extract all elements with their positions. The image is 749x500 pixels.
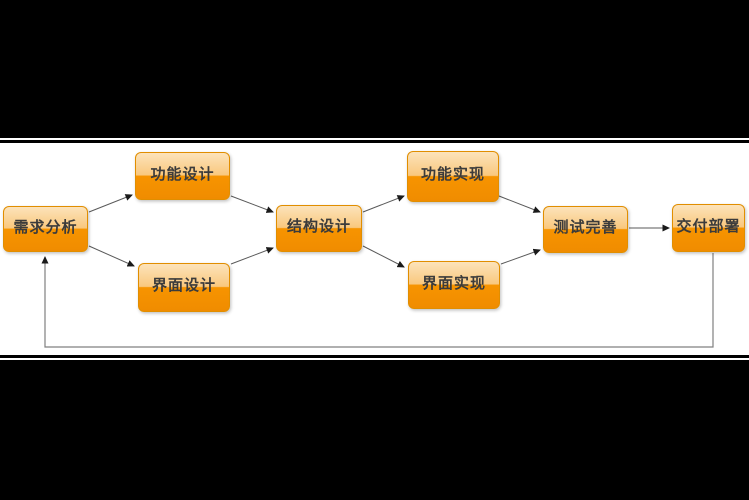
edge-funcimpl-to-testing bbox=[498, 195, 541, 213]
node-label: 功能实现 bbox=[420, 166, 485, 183]
node-label: 界面实现 bbox=[421, 274, 486, 292]
node-testing-improvement: 测试完善 bbox=[543, 206, 628, 253]
node-label: 测试完善 bbox=[553, 219, 618, 236]
frame-rule-top bbox=[0, 140, 749, 143]
frame-rule-bottom bbox=[0, 355, 749, 358]
edge-structure-to-uiimpl bbox=[362, 245, 405, 268]
edge-uiimpl-to-testing bbox=[500, 248, 541, 265]
edge-uidesign-to-structure bbox=[230, 247, 274, 265]
node-label: 结构设计 bbox=[286, 218, 351, 235]
letterbox-top bbox=[0, 0, 749, 138]
node-requirements-analysis: 需求分析 bbox=[3, 206, 88, 252]
node-ui-implementation: 界面实现 bbox=[408, 261, 500, 309]
edge-delivery-feedback-to-req bbox=[41, 253, 714, 348]
edge-funcdesign-to-structure bbox=[230, 195, 274, 213]
node-ui-design: 界面设计 bbox=[138, 263, 230, 312]
node-label: 交付部署 bbox=[676, 217, 741, 235]
letterbox-bottom bbox=[0, 360, 749, 500]
edge-req-to-funcdesign bbox=[88, 194, 133, 213]
edge-req-to-uidesign bbox=[88, 245, 135, 267]
node-structure-design: 结构设计 bbox=[276, 205, 362, 252]
node-label: 需求分析 bbox=[13, 218, 78, 236]
node-function-implementation: 功能实现 bbox=[407, 151, 499, 202]
node-delivery-deployment: 交付部署 bbox=[672, 204, 745, 252]
node-label: 界面设计 bbox=[151, 277, 216, 294]
node-label: 功能设计 bbox=[150, 165, 215, 183]
node-function-design: 功能设计 bbox=[135, 152, 230, 200]
edge-structure-to-funcimpl bbox=[362, 195, 405, 213]
